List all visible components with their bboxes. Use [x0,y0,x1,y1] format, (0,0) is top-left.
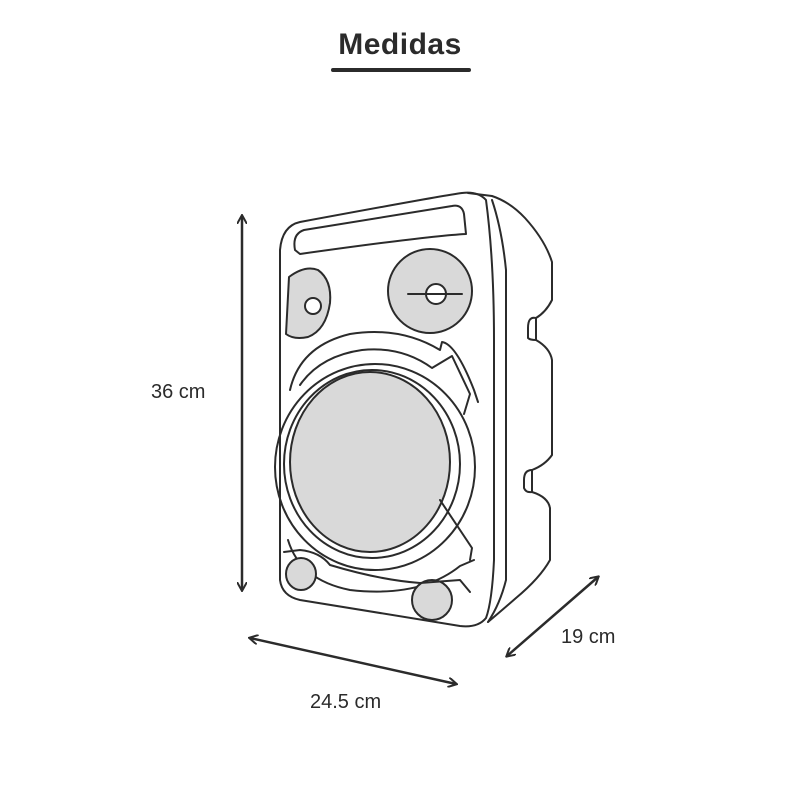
side-handle-bottom [523,469,533,494]
woofer-cone [289,371,451,553]
foot-right [411,579,453,621]
tweeter-left-center [304,297,322,315]
depth-arrow [507,577,598,656]
woofer-frame-top [289,331,479,403]
width-arrow [250,638,456,684]
woofer-mid-ring [283,369,461,559]
woofer-frame-right [439,499,473,561]
width-label: 24.5 cm [310,691,382,713]
page-title: Medidas [338,28,462,61]
top-handle-slot [293,204,467,255]
woofer-frame-inner-top [299,348,471,415]
speaker-side-panel [467,192,553,623]
foot-left [285,557,317,591]
speaker-side-ridge [487,199,507,623]
side-handle-top [527,316,537,341]
bottom-rail [283,549,471,593]
woofer-outer-ring [274,363,476,571]
depth-label: 19 cm [561,626,616,648]
speaker-front-face [279,191,495,628]
dimension-lines [242,216,598,684]
title-underline [331,68,471,72]
speaker-icon [274,191,553,628]
height-label: 36 cm [151,381,206,403]
